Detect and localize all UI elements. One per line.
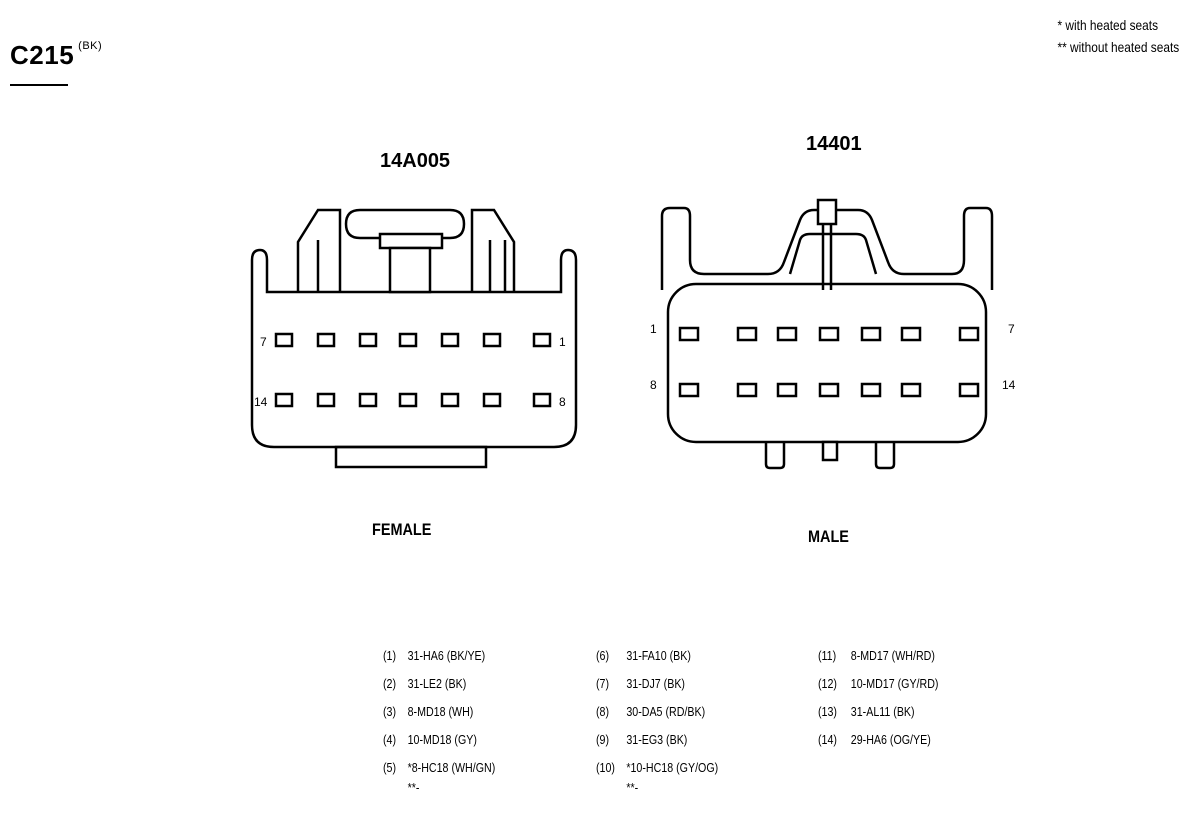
pinout-row: (13)31-AL11 (BK) — [818, 704, 915, 719]
notes: * with heated seats ** without heated se… — [1057, 14, 1179, 58]
male-part-number: 14401 — [806, 133, 862, 155]
note-no-heated: ** without heated seats — [1057, 39, 1179, 55]
female-label: FEMALE — [372, 520, 432, 539]
pinout-row-alt: **- — [626, 780, 639, 795]
male-rib-left — [764, 442, 786, 470]
female-pin-row-top — [274, 332, 552, 348]
pinout-row: (2)31-LE2 (BK) — [383, 676, 467, 691]
female-lock-tab — [378, 232, 444, 250]
male-top-tab — [816, 198, 838, 226]
female-pin-label-8: 8 — [559, 395, 566, 409]
connector-color-code: (BK) — [78, 40, 103, 52]
pinout-row: (9)31-EG3 (BK) — [596, 732, 688, 747]
female-center-hump — [344, 208, 466, 240]
male-body — [666, 282, 988, 444]
pinout-row: (1)31-HA6 (BK/YE) — [383, 648, 486, 663]
pinout-row: (3)8-MD18 (WH) — [383, 704, 474, 719]
male-connector-drawing — [660, 198, 994, 470]
pinout-row: (14)29-HA6 (OG/YE) — [818, 732, 931, 747]
male-pin-label-8: 8 — [650, 378, 657, 392]
pinout-row: (6)31-FA10 (BK) — [596, 648, 691, 663]
pinout-column-1: (1)31-HA6 (BK/YE) (2)31-LE2 (BK) (3)8-MD… — [383, 642, 495, 794]
female-latch-left — [296, 208, 342, 292]
female-latch-right — [470, 208, 516, 292]
female-bottom-key — [334, 445, 488, 469]
female-body — [250, 248, 578, 449]
male-pin-label-7: 7 — [1008, 322, 1015, 336]
pinout-row: (5)*8-HC18 (WH/GN) — [383, 760, 496, 775]
pinout-row: (8)30-DA5 (RD/BK) — [596, 704, 706, 719]
connector-title: C215(BK) — [10, 40, 102, 71]
male-pin-row-bottom — [678, 382, 980, 398]
pinout-row: (7)31-DJ7 (BK) — [596, 676, 685, 691]
male-pin-label-14: 14 — [1002, 378, 1016, 392]
female-part-number: 14A005 — [380, 150, 451, 172]
pinout-row-alt: **- — [407, 780, 420, 795]
pinout-row: (11)8-MD17 (WH/RD) — [818, 648, 935, 663]
female-lock-post — [388, 246, 432, 294]
male-pin-label-1: 1 — [650, 322, 657, 336]
title-underline — [10, 84, 68, 86]
female-pin-label-7: 7 — [260, 335, 267, 349]
female-connector-drawing — [250, 208, 578, 469]
male-center-post — [788, 232, 878, 275]
pinout-row: (10)*10-HC18 (GY/OG) — [596, 760, 719, 775]
note-heated: * with heated seats — [1057, 17, 1158, 33]
female-pin-row-bottom — [274, 392, 552, 408]
male-rib-center — [821, 440, 839, 462]
male-pin-row-top — [678, 326, 980, 342]
pinout-column-2: (6)31-FA10 (BK) (7)31-DJ7 (BK) (8)30-DA5… — [596, 642, 718, 794]
female-pin-label-14: 14 — [254, 395, 268, 409]
female-pin-label-1: 1 — [559, 335, 566, 349]
pinout-row: (4)10-MD18 (GY) — [383, 732, 477, 747]
pinout-row: (12)10-MD17 (GY/RD) — [818, 676, 939, 691]
connector-code: C215 — [10, 40, 75, 70]
pinout-column-3: (11)8-MD17 (WH/RD) (12)10-MD17 (GY/RD) (… — [818, 642, 938, 754]
male-rib-right — [874, 442, 896, 470]
male-label: MALE — [808, 527, 849, 546]
